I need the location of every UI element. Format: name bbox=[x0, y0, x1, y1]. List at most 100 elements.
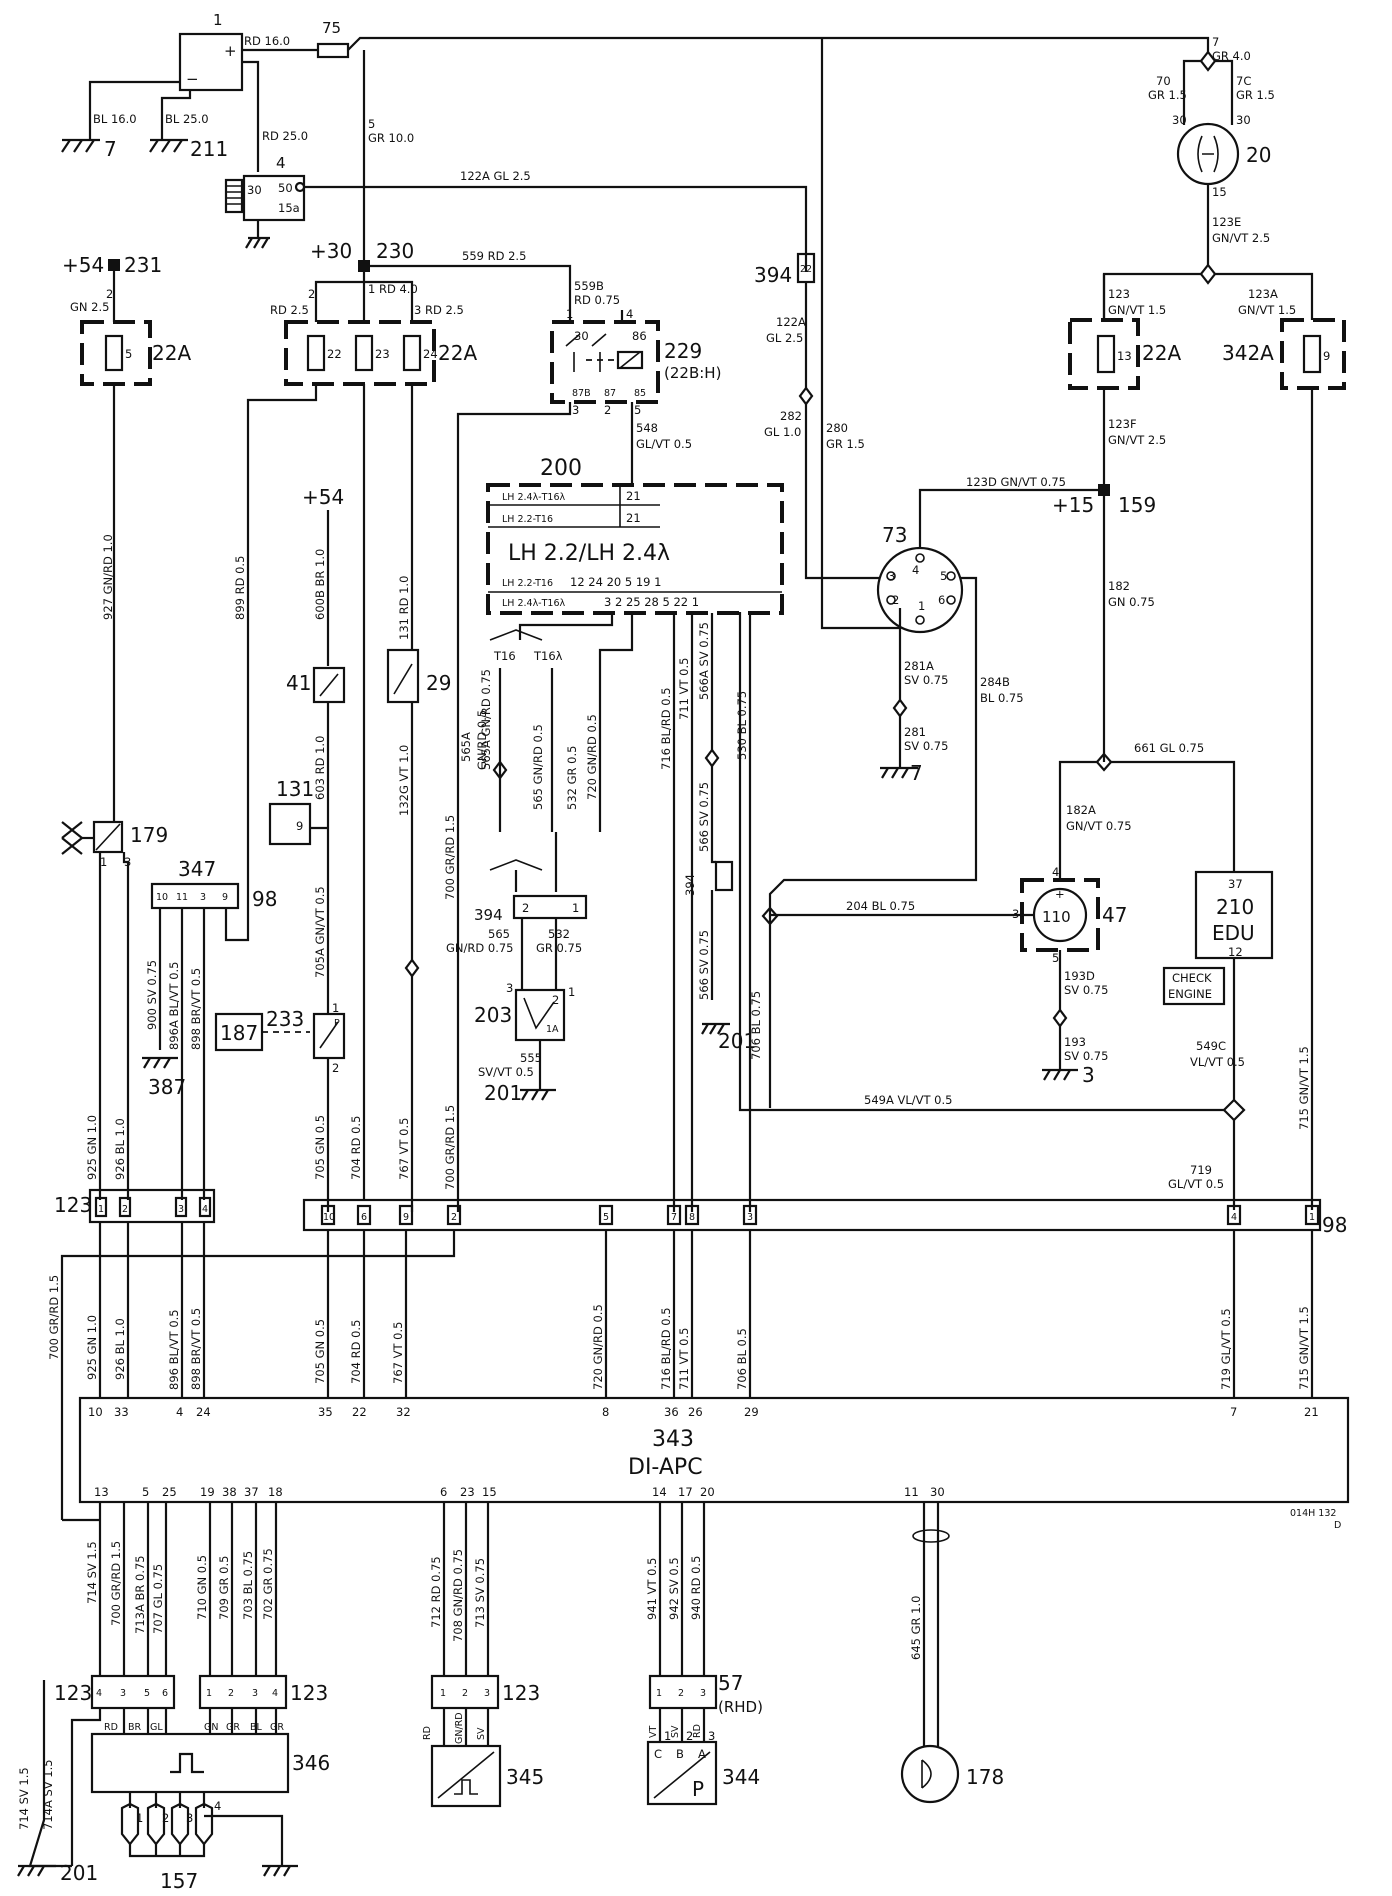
wire-label: GR 1.5 bbox=[826, 437, 865, 451]
wire-label: 122A GL 2.5 bbox=[460, 169, 531, 183]
wire-label: 705 GN 0.5 bbox=[313, 1115, 327, 1180]
wire-label: 123 bbox=[1108, 287, 1130, 301]
sensor-label: 203 bbox=[474, 1003, 512, 1027]
connector-pin: 10 bbox=[156, 892, 168, 903]
ecu-343-di-apc: 343 DI-APC bbox=[78, 1396, 1350, 1504]
ecu-pin: 30 bbox=[930, 1485, 945, 1499]
module-131: 131 9 bbox=[268, 777, 314, 846]
wire-label: GR 10.0 bbox=[368, 131, 414, 145]
wire-label: 898 BR/VT 0.5 bbox=[189, 1308, 203, 1390]
wire-label: GL 2.5 bbox=[766, 331, 803, 345]
lh-variant: LH 2.4λ-T16λ bbox=[502, 598, 566, 609]
wire-label: 708 GN/RD 0.75 bbox=[451, 1549, 465, 1642]
ecu-pin: 5 bbox=[142, 1485, 149, 1499]
pin-color: RD bbox=[104, 1722, 118, 1733]
wire-label: 7 bbox=[1212, 35, 1219, 49]
wire-label: 123E bbox=[1212, 215, 1241, 229]
pin-color: SV bbox=[670, 1725, 681, 1738]
ecu-pin: 10 bbox=[88, 1405, 103, 1419]
module-label: 131 bbox=[276, 777, 314, 801]
wire-label: 705 GN 0.5 bbox=[313, 1319, 327, 1384]
edu-pin: 37 bbox=[1228, 877, 1243, 891]
wire-label: GR 1.5 bbox=[1148, 88, 1187, 102]
wire-label: 123F bbox=[1108, 417, 1137, 431]
ecu-name: DI-APC bbox=[628, 1455, 703, 1480]
ecu-pin: 17 bbox=[678, 1485, 693, 1499]
battery-plus: + bbox=[224, 42, 237, 60]
ground-label: 7 bbox=[104, 137, 117, 161]
sensor-pin: 4 bbox=[1052, 865, 1059, 879]
lh-control-unit: LH 2.4λ-T16λ LH 2.2-T16 21 21 LH 2.2/LH … bbox=[486, 483, 784, 615]
connector-123-top: 123 1 2 3 4 bbox=[54, 1188, 216, 1224]
pin-color: BR bbox=[128, 1722, 142, 1733]
wire-label: 702 GR 0.75 bbox=[261, 1548, 275, 1620]
wire-label: GR 0.75 bbox=[536, 941, 582, 955]
wire-label: 281A bbox=[904, 659, 934, 673]
wire-label: 713 SV 0.75 bbox=[473, 1558, 487, 1628]
wire-label: 926 BL 1.0 bbox=[113, 1118, 127, 1180]
connector-pin: 2 bbox=[451, 1212, 457, 1223]
wire-label: 715 GN/VT 1.5 bbox=[1297, 1046, 1311, 1130]
wire-label: GN 2.5 bbox=[70, 300, 109, 314]
valve-label: 179 bbox=[130, 823, 168, 847]
spark-plugs-label: 157 bbox=[160, 1869, 198, 1893]
wire-label: 281 bbox=[904, 725, 926, 739]
wire-label: 565A GN/RD 0.75 bbox=[479, 669, 493, 770]
wire-label: GN/VT 2.5 bbox=[1108, 433, 1166, 447]
ecu-pin: 23 bbox=[460, 1485, 475, 1499]
wire-label: 700 GR/RD 1.5 bbox=[47, 1275, 61, 1360]
sensor-terminal: A bbox=[698, 1747, 706, 1761]
check-engine-text: ENGINE bbox=[1168, 987, 1212, 1001]
relay-terminal: 85 bbox=[634, 388, 646, 399]
sensor-terminal: C bbox=[654, 1747, 662, 1761]
check-engine-light: CHECK ENGINE bbox=[1162, 966, 1226, 1006]
ecu-pin: 35 bbox=[318, 1405, 333, 1419]
wire-label: 123D GN/VT 0.75 bbox=[966, 475, 1066, 489]
lh-variant: LH 2.2-T16 bbox=[502, 514, 553, 525]
fusebox-label: 22A bbox=[438, 341, 477, 365]
knock-sensor-178: 178 bbox=[900, 1744, 1004, 1804]
pin-color: RD bbox=[692, 1724, 703, 1738]
valve-pin: 1 bbox=[100, 855, 107, 869]
sensor-label: 178 bbox=[966, 1765, 1004, 1789]
sensor-terminal: B bbox=[676, 1747, 684, 1761]
starter-motor: 4 30 50 15a bbox=[224, 154, 306, 249]
wire-label: SV 0.75 bbox=[1064, 1049, 1108, 1063]
pin-color: GR bbox=[226, 1722, 240, 1733]
fusebox-label: 22A bbox=[1142, 341, 1181, 365]
connector-pin: 2 bbox=[122, 1204, 128, 1215]
lh-unit-number: 200 bbox=[540, 456, 582, 481]
ecu-pin: 7 bbox=[1230, 1405, 1237, 1419]
wire-label: 716 BL/RD 0.5 bbox=[659, 687, 673, 770]
ecu-pin: 26 bbox=[688, 1405, 703, 1419]
connector-pin: 9 bbox=[222, 892, 228, 903]
wire-label: 715 GN/VT 1.5 bbox=[1297, 1306, 1311, 1390]
ecu-pin: 14 bbox=[652, 1485, 667, 1499]
ecu-top-pins: 10 33 4 24 35 22 32 8 36 26 29 7 21 bbox=[88, 1405, 1319, 1419]
switch-233: P 233 1 2 bbox=[266, 1001, 346, 1075]
wire-label: 549C bbox=[1196, 1039, 1226, 1053]
module-label: 187 bbox=[220, 1021, 258, 1045]
relay-229: 1 4 30 86 87B 87 85 229 (22B:H) bbox=[550, 307, 721, 404]
connector-347: 347 10 11 3 9 98 bbox=[150, 857, 277, 911]
connector-pin: 2 bbox=[462, 1688, 468, 1699]
connector-pin: 6 bbox=[361, 1212, 367, 1223]
connector-location: (RHD) bbox=[718, 1698, 763, 1716]
wire-label: 2 bbox=[308, 287, 315, 301]
wire-label: GN/VT 1.5 bbox=[1238, 303, 1296, 317]
connector-pin: 1 bbox=[656, 1688, 662, 1699]
connector-pin: 4 bbox=[1231, 1212, 1237, 1223]
connector-label: 123 bbox=[290, 1681, 328, 1705]
connector-pin: 1 bbox=[572, 901, 579, 915]
ecu-pin: 15 bbox=[482, 1485, 497, 1499]
connector-pin: 11 bbox=[176, 892, 188, 903]
spark-plug-number: 1 bbox=[136, 1811, 143, 1825]
fusebox-22a-center: 22 23 24 22A bbox=[284, 320, 477, 386]
connector-pin: 1 bbox=[918, 599, 925, 613]
edu-pin: 12 bbox=[1228, 945, 1243, 959]
module-label: 346 bbox=[292, 1751, 330, 1775]
connector-pin: 1 bbox=[440, 1688, 446, 1699]
ground-label: 211 bbox=[190, 137, 228, 161]
sensor-pin: 3 bbox=[708, 1729, 715, 1743]
